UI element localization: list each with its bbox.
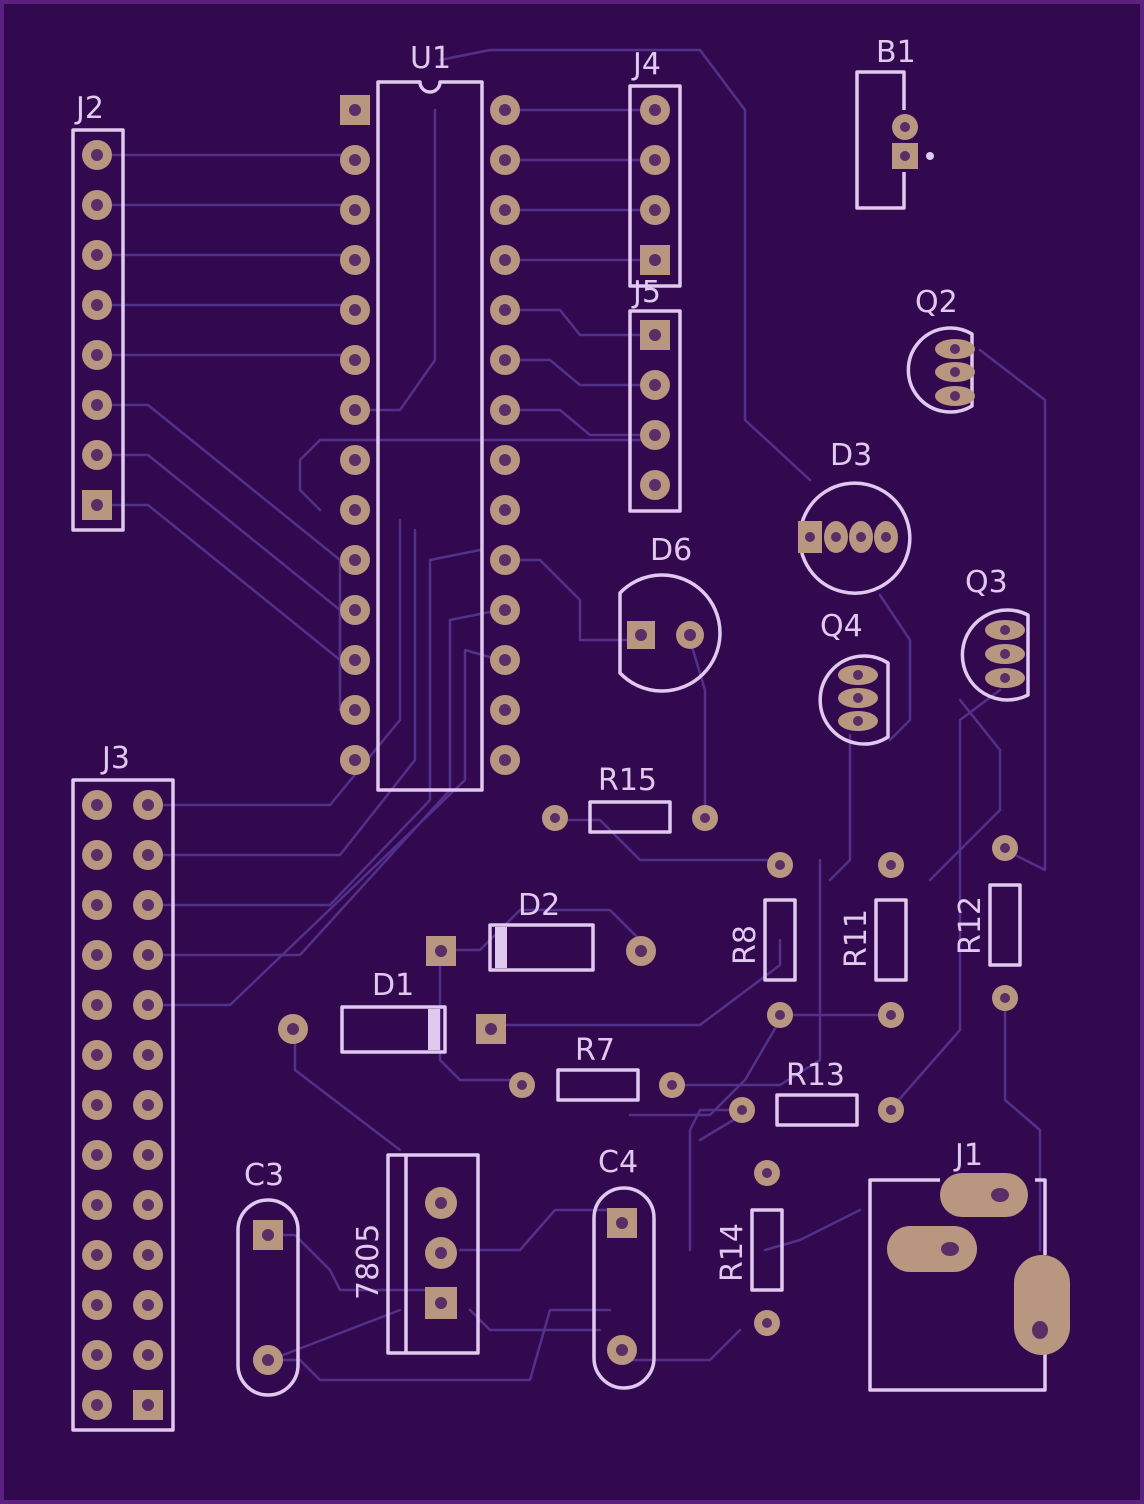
j3-left-pins bbox=[82, 790, 112, 1420]
u1-label: U1 bbox=[410, 41, 451, 76]
q4-label: Q4 bbox=[820, 609, 863, 644]
j1-power-jack: J1 bbox=[868, 1138, 1070, 1392]
r13-resistor: R13 bbox=[729, 1058, 904, 1127]
d2-label: D2 bbox=[518, 888, 560, 923]
d6-led: D6 bbox=[618, 533, 722, 693]
j2-pin-6 bbox=[82, 390, 112, 420]
d3-led: D3 bbox=[798, 438, 912, 595]
j2-pin-4 bbox=[82, 290, 112, 320]
d3-label: D3 bbox=[830, 438, 872, 473]
j4-label: J4 bbox=[631, 47, 661, 82]
j2-pin-8 bbox=[82, 490, 112, 520]
j2-label: J2 bbox=[74, 91, 104, 126]
r15-resistor: R15 bbox=[542, 763, 718, 834]
j1-label: J1 bbox=[953, 1138, 983, 1173]
j2-pin-3 bbox=[82, 240, 112, 270]
r7-label: R7 bbox=[575, 1033, 615, 1068]
b1-buzzer: B1 bbox=[855, 35, 934, 210]
r11-label: R11 bbox=[839, 909, 874, 968]
d1-diode: D1 bbox=[278, 968, 506, 1054]
r12-resistor: R12 bbox=[953, 835, 1022, 1011]
j2-pin-5 bbox=[82, 340, 112, 370]
r8-label: R8 bbox=[728, 925, 763, 965]
j2-pin-2 bbox=[82, 190, 112, 220]
c4-label: C4 bbox=[598, 1145, 638, 1180]
reg-label: 7805 bbox=[351, 1224, 386, 1300]
d6-label: D6 bbox=[650, 533, 692, 568]
r14-resistor: R14 bbox=[715, 1160, 784, 1336]
r14-label: R14 bbox=[715, 1223, 750, 1282]
u1-right-pins bbox=[490, 95, 520, 775]
c3-label: C3 bbox=[244, 1158, 284, 1193]
d1-label: D1 bbox=[372, 968, 414, 1003]
j5-header: J5 bbox=[628, 275, 682, 513]
q3-transistor: Q3 bbox=[960, 565, 1030, 702]
j2-header: J2 bbox=[71, 91, 125, 532]
j3-header: J3 bbox=[71, 741, 175, 1432]
c3-capacitor: C3 bbox=[236, 1158, 300, 1397]
r15-label: R15 bbox=[598, 763, 657, 798]
j2-pin-7 bbox=[82, 440, 112, 470]
u1-ic: U1 bbox=[340, 41, 520, 792]
b1-label: B1 bbox=[876, 35, 916, 70]
q4-transistor: Q4 bbox=[818, 609, 890, 746]
j2-pin-1 bbox=[82, 140, 112, 170]
u1-left-pins bbox=[340, 95, 370, 775]
q2-transistor: Q2 bbox=[906, 285, 975, 414]
c4-capacitor: C4 bbox=[592, 1145, 656, 1390]
j5-label: J5 bbox=[631, 275, 661, 310]
q2-label: Q2 bbox=[915, 285, 958, 320]
q3-label: Q3 bbox=[965, 565, 1008, 600]
r11-resistor: R11 bbox=[839, 852, 908, 1028]
r12-label: R12 bbox=[953, 896, 988, 955]
r7-resistor: R7 bbox=[509, 1033, 685, 1102]
r8-resistor: R8 bbox=[728, 852, 797, 1028]
regulator-7805: 7805 bbox=[351, 1153, 480, 1355]
j3-right-pins bbox=[133, 790, 163, 1420]
j3-label: J3 bbox=[100, 741, 130, 776]
d2-diode: D2 bbox=[426, 888, 656, 972]
j4-header: J4 bbox=[628, 47, 682, 288]
r13-label: R13 bbox=[786, 1058, 845, 1093]
